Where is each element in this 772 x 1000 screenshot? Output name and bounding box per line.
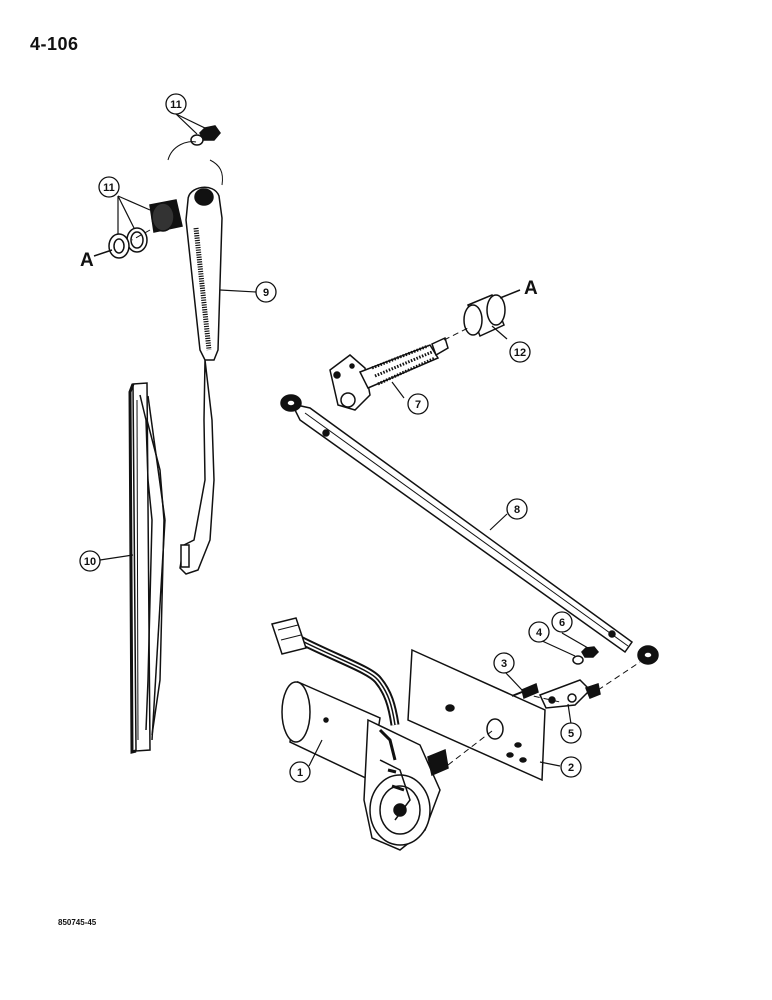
wiring-harness: [271, 617, 400, 726]
mounting-plate: [407, 648, 546, 782]
callout-12: 12: [509, 341, 531, 363]
crank-hardware: [511, 646, 601, 709]
drive-link: [280, 394, 659, 665]
reference-letter-right: A: [524, 278, 538, 299]
callout-2: 2: [560, 756, 582, 778]
svg-text:5: 5: [568, 728, 574, 740]
callout-9: 9: [255, 281, 277, 303]
figure-code: 850745-45: [58, 918, 97, 927]
page-number: 4-106: [30, 34, 79, 54]
callout-8: 8: [506, 498, 528, 520]
reference-letter-left: A: [80, 250, 94, 271]
svg-text:7: 7: [415, 399, 421, 411]
svg-text:1: 1: [297, 767, 303, 779]
wiper-pivot-shaft: [329, 336, 449, 411]
callout-5: 5: [560, 722, 582, 744]
callout-7: 7: [407, 393, 429, 415]
top-nut-and-washer: [167, 125, 223, 186]
svg-text:3: 3: [501, 658, 507, 670]
callout-11-top: 11: [165, 93, 187, 115]
svg-text:10: 10: [84, 556, 96, 568]
reference-a: A A: [80, 249, 538, 299]
svg-text:9: 9: [263, 287, 269, 299]
svg-text:2: 2: [568, 762, 574, 774]
svg-text:8: 8: [514, 504, 520, 516]
wiper-arm: [179, 186, 223, 575]
svg-text:4: 4: [536, 627, 543, 639]
callout-leaders: [99, 113, 589, 767]
callout-11-left: 11: [98, 176, 120, 198]
svg-text:11: 11: [170, 99, 182, 111]
callout-10: 10: [79, 550, 101, 572]
callout-4: 4: [528, 621, 550, 643]
svg-text:12: 12: [514, 347, 526, 359]
callout-1: 1: [289, 761, 311, 783]
svg-text:11: 11: [103, 182, 115, 194]
wiper-blade: [128, 382, 166, 754]
callout-3: 3: [493, 652, 515, 674]
spacer: [463, 294, 506, 338]
svg-text:6: 6: [559, 617, 565, 629]
seal-and-washer: [108, 199, 183, 259]
wiper-motor: [281, 680, 449, 851]
callout-6: 6: [551, 611, 573, 633]
assembly-lines: [131, 229, 641, 766]
